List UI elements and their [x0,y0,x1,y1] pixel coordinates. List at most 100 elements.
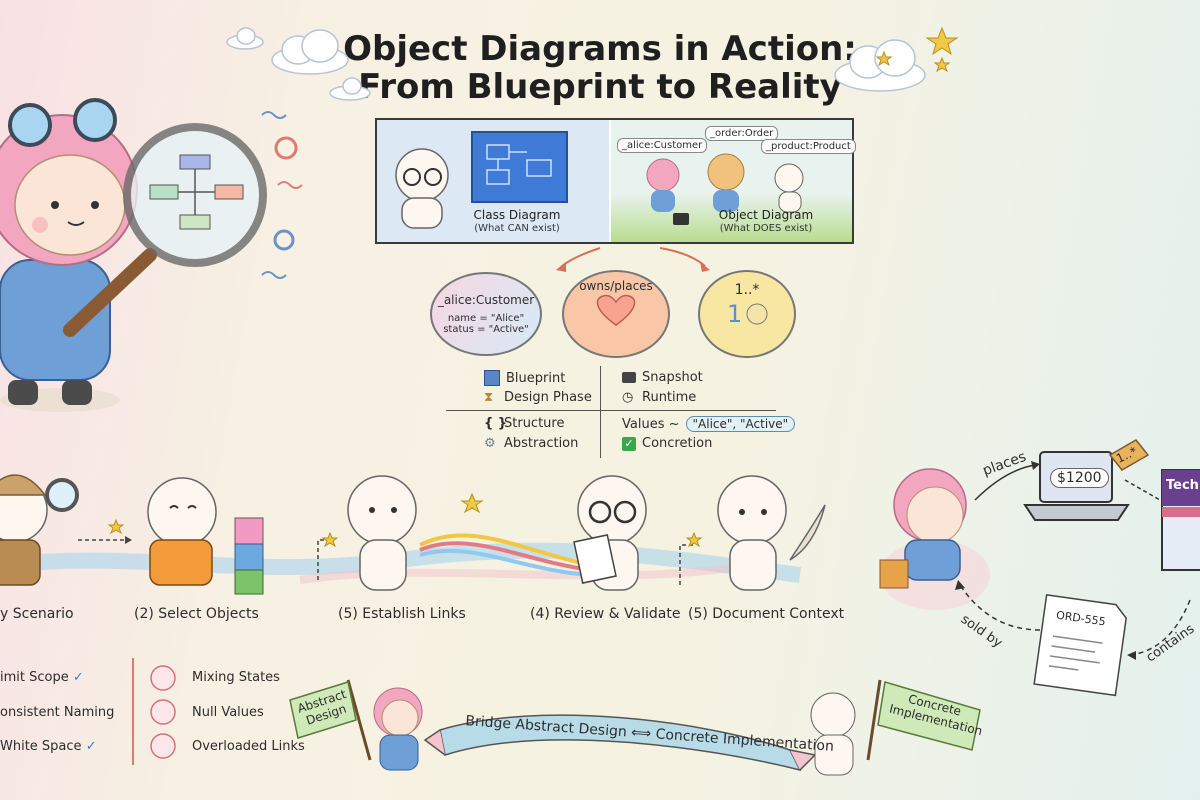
legend-snapshot: Snapshot [622,370,703,385]
svg-text:1: 1 [727,300,742,328]
store-sign-label: Tech [1166,478,1199,493]
legend-structure-label: Structure [504,416,565,431]
step-1-label: y Scenario [0,606,74,622]
legend-values-label: Values ~ [622,416,680,432]
cloud-icon [226,27,264,50]
star-icon [107,518,125,535]
best-practice-white-space-label: White Space [0,739,82,754]
object-instance-name: _alice:Customer [437,293,535,307]
multiplicity-bubble: 1..* 1 [698,270,796,358]
cloud-icon [834,39,926,92]
legend-vertical-divider [600,366,601,458]
legend-runtime: ◷ Runtime [622,390,696,405]
pitfall-face-icon [150,699,176,725]
step-3-label: (5) Establish Links [338,606,466,622]
legend-abstraction-label: Abstraction [504,436,579,451]
squiggle-icon [261,271,287,279]
legend-blueprint-label: Blueprint [506,370,566,386]
camera-icon [622,372,636,383]
object-instance-attr-status: status = "Active" [443,324,529,335]
legend-snapshot-label: Snapshot [642,370,703,385]
star-icon [460,492,484,514]
object-diagram-subcaption: (What DOES exist) [719,223,813,234]
girl-character-bottom [373,687,423,771]
legend-concretion-label: Concretion [642,436,713,451]
object-instance-attr-name: name = "Alice" [447,313,525,324]
price-tag-icon [1108,439,1150,471]
multiplicity-label: 1..* [734,282,760,298]
objects-illustration [646,153,804,225]
object-tag-order: _order:Order [705,126,779,141]
best-practice-limit-scope-label: imit Scope [0,670,69,685]
check-icon: ✓ [72,670,84,685]
link-label: owns/places [579,279,653,293]
blueprint-illustration [395,131,568,229]
class-diagram-panel: Class Diagram (What CAN exist) [377,120,609,242]
boy-character-bottom [810,692,856,776]
legend-structure: { } Structure [484,416,564,431]
braces-icon: { } [484,416,508,431]
object-diagram-panel: _alice:Customer _order:Order _product:Pr… [611,120,856,242]
handshake-heart-icon [596,294,636,326]
squiggle-icon [261,111,287,119]
best-practice-white-space: White Space ✓ [0,739,97,754]
gear-icon [273,229,295,251]
object-tag-product: _product:Product [761,139,856,154]
step5-writer-character [717,475,826,591]
star-icon [321,531,339,548]
shopper-character [879,468,990,610]
inspector-character [0,98,138,412]
link-bubble: owns/places [562,270,670,358]
numbers-icon: 1 [727,300,768,328]
star-icon [685,531,703,548]
legend-design-phase-label: Design Phase [504,390,592,405]
arrow-to-multiplicity-bubble [659,247,706,267]
arrow-contains [1129,599,1191,656]
best-practice-limit-scope: imit Scope ✓ [0,670,84,685]
values-chip: "Alice", "Active" [685,416,796,432]
legend-design-phase: ⧗ Design Phase [484,390,592,405]
step-2-label: (2) Select Objects [134,606,259,622]
best-practice-consistent-naming-label: onsistent Naming [0,705,115,720]
legend-concretion: ✓ Concretion [622,436,712,451]
order-document-icon [1033,594,1127,697]
arrow-sold-by [959,584,1041,631]
hourglass-icon: ⧗ [484,390,494,405]
class-diagram-subcaption: (What CAN exist) [474,223,560,234]
magnifier-icon [63,123,267,337]
step3-linker-character [347,475,591,591]
arrow-to-store [1124,479,1161,501]
flag-left-icon [289,679,372,761]
legend-abstraction: ⚙ Abstraction [484,436,578,451]
step-4-label: (4) Review & Validate [530,606,681,622]
object-tag-customer: _alice:Customer [617,138,708,153]
price-label: $1200 [1050,468,1109,488]
arrow-places [974,464,1036,501]
clock-icon: ◷ [622,390,634,405]
title-line-2: From Blueprint to Reality [358,67,842,107]
pitfall-overloaded-links: Overloaded Links [192,739,305,754]
cloud-icon [329,77,371,101]
gear-icon: ⚙ [484,436,496,451]
check-icon: ✓ [85,739,97,754]
legend-runtime-label: Runtime [642,390,697,405]
class-diagram-caption: Class Diagram [473,208,561,222]
store-icon [1161,469,1200,571]
pitfall-face-icon [150,665,176,691]
title-line-1: Object Diagrams in Action: [343,29,857,69]
blueprint-icon [484,370,500,386]
legend-blueprint: Blueprint [484,370,565,386]
pitfall-mixing-states: Mixing States [192,670,280,685]
star-icon [875,50,893,67]
object-diagram-caption: Object Diagram [718,208,814,222]
flag-right-icon [866,679,981,761]
camera-icon [673,213,689,225]
squiggle-icon [277,181,303,189]
comparison-panel: Class Diagram (What CAN exist) _alice:Cu… [375,118,856,244]
step2-builder-character [147,477,264,595]
check-icon: ✓ [622,436,636,451]
best-practice-consistent-naming: onsistent Naming [0,705,114,720]
legend-values: Values ~ "Alice", "Active" [622,416,796,432]
pitfall-null-values: Null Values [192,705,264,720]
